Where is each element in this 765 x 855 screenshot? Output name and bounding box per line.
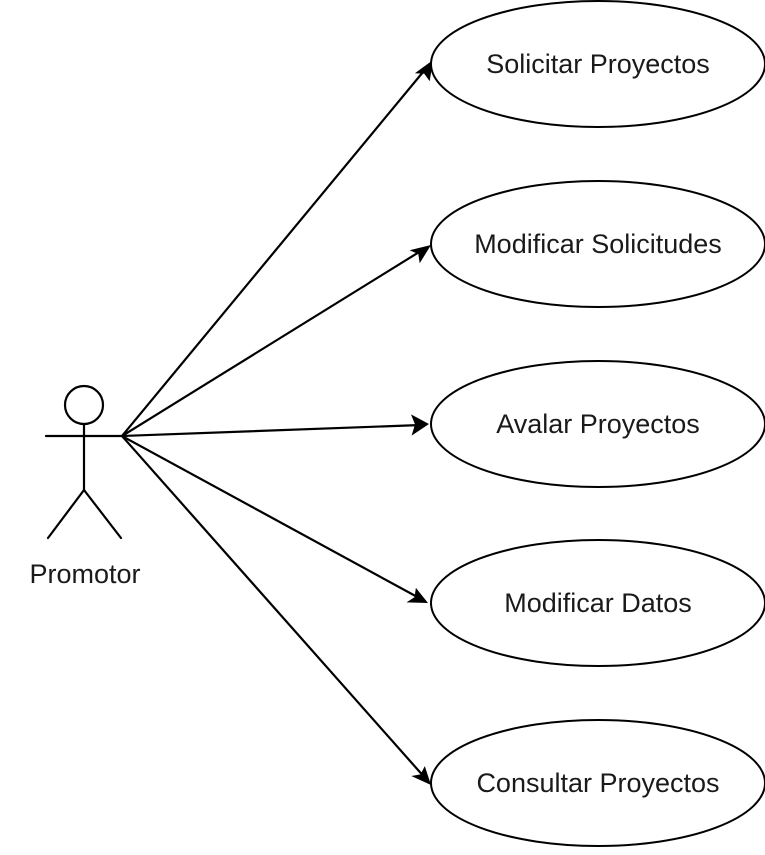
arrow-to-consultar-proyectos [120, 434, 431, 785]
use-case-label: Modificar Solicitudes [474, 229, 722, 259]
use-case-modificar-datos[interactable]: Modificar Datos [430, 539, 765, 667]
use-case-label: Avalar Proyectos [496, 409, 700, 439]
use-case-consultar-proyectos[interactable]: Consultar Proyectos [430, 719, 765, 847]
actor-head [63, 384, 105, 426]
actor-right-leg [82, 488, 123, 540]
use-case-label: Solicitar Proyectos [486, 49, 710, 79]
arrow-to-solicitar-proyectos [120, 60, 433, 438]
use-case-modificar-solicitudes[interactable]: Modificar Solicitudes [430, 180, 765, 308]
arrow-to-modificar-solicitudes [120, 245, 431, 438]
stick-figure-actor-icon [44, 384, 124, 540]
actor-promotor[interactable]: Promotor [29, 384, 141, 589]
actor-label: Promotor [29, 559, 140, 589]
use-case-solicitar-proyectos[interactable]: Solicitar Proyectos [430, 0, 765, 128]
arrow-to-avalar-proyectos [120, 414, 429, 438]
use-case-label: Modificar Datos [504, 588, 692, 618]
arrow-to-modificar-datos [120, 434, 428, 603]
association-arrows [120, 60, 433, 785]
use-case-avalar-proyectos[interactable]: Avalar Proyectos [430, 360, 765, 488]
use-case-label: Consultar Proyectos [476, 768, 719, 798]
actor-left-leg [46, 488, 86, 540]
